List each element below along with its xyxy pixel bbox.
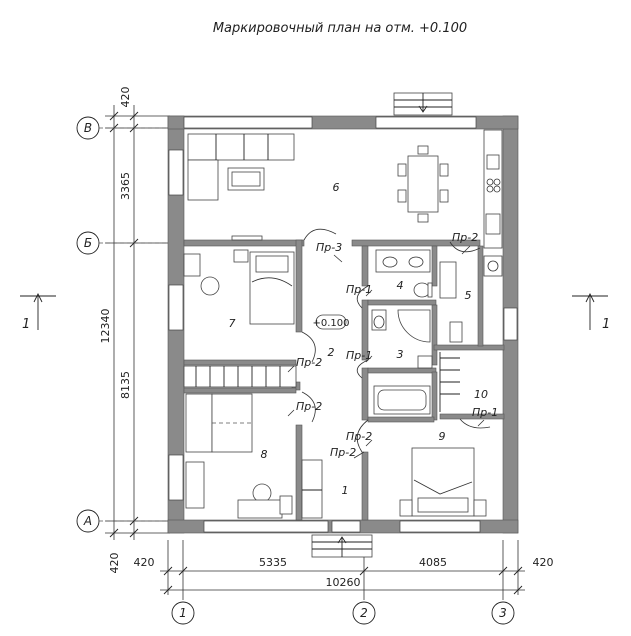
- axis-3: 3: [499, 606, 507, 620]
- door-mark-bath-4: Пр-1: [346, 283, 372, 296]
- door-swings: [301, 228, 491, 453]
- door-mark-kitchen: Пр-2: [452, 231, 478, 244]
- dining-table: [397, 145, 449, 223]
- door-mark-living: Пр-3: [316, 241, 342, 254]
- exterior-walls: [167, 115, 519, 534]
- elevation-mark: +0.100: [312, 314, 350, 330]
- dim-bottom-10260: 10260: [326, 576, 361, 589]
- bathroom-4-fixtures: [375, 249, 433, 298]
- room-8: 8: [261, 448, 268, 461]
- axis-1: 1: [179, 606, 187, 620]
- wardrobes: [183, 365, 297, 388]
- door-mark-bedroom-7: Пр-2: [296, 356, 322, 369]
- axis-2: 2: [360, 606, 368, 620]
- door-mark-closet: Пр-1: [472, 406, 498, 419]
- room-10: 10: [474, 388, 488, 401]
- room-7: 7: [229, 317, 236, 330]
- room-1: 1: [342, 484, 349, 497]
- section-mark-right: 1: [602, 317, 610, 332]
- dim-left-3365: 3365: [119, 172, 132, 200]
- room-6: 6: [333, 181, 340, 194]
- bedroom-9-furniture: [399, 447, 487, 517]
- door-mark-bedroom-9: Пр-2: [346, 430, 372, 443]
- dim-left-420-bottom: 420: [108, 553, 121, 574]
- kitchen-unit: [483, 129, 503, 277]
- door-mark-bath-3: Пр-1: [346, 349, 372, 362]
- bottom-dimensions: 420 5335 4085 420 10260: [134, 540, 554, 600]
- bedroom-7-furniture: [183, 235, 295, 325]
- row-axes: В Б А: [76, 116, 170, 533]
- interior-walls: [183, 239, 505, 521]
- axis-v: В: [84, 121, 92, 135]
- bathroom-3-fixtures: [371, 309, 433, 415]
- closet-10-fixtures: [439, 352, 460, 412]
- left-dimensions: 420 3365 12340 8135 420: [99, 87, 170, 574]
- porches: [311, 92, 453, 558]
- door-marks: Пр-2 Пр-3 Пр-1 Пр-1 Пр-2 Пр-2 Пр-1 Пр-2 …: [287, 231, 498, 459]
- hall-wardrobe: [301, 459, 323, 519]
- section-marks: 1 1: [20, 292, 610, 332]
- section-mark-left: 1: [22, 317, 30, 332]
- axis-a: А: [83, 514, 92, 528]
- plan-title: Маркировочный план на отм. +0.100: [213, 21, 467, 36]
- dim-left-8135: 8135: [119, 371, 132, 399]
- elevation-label: +0.100: [312, 318, 349, 329]
- room-numbers: 1 2 3 4 5 6 7 8 9 10: [229, 181, 489, 497]
- laundry-5-fixtures: [439, 261, 463, 343]
- column-axes: 1 2 3: [171, 601, 515, 625]
- dim-bottom-420-left: 420: [134, 556, 155, 569]
- living-sofa: [187, 133, 295, 201]
- dim-bottom-5335: 5335: [259, 556, 287, 569]
- room-4: 4: [397, 279, 404, 292]
- room-3: 3: [397, 348, 404, 361]
- dim-left-12340: 12340: [99, 309, 112, 344]
- dim-bottom-420-right: 420: [533, 556, 554, 569]
- room-5: 5: [465, 289, 472, 302]
- dim-left-420-top: 420: [119, 87, 132, 108]
- door-mark-bedroom-8: Пр-2: [296, 400, 322, 413]
- bedroom-8-furniture: [185, 393, 293, 519]
- axis-b: Б: [84, 236, 92, 250]
- door-mark-hall: Пр-2: [330, 446, 356, 459]
- dim-bottom-4085: 4085: [419, 556, 447, 569]
- room-2: 2: [328, 346, 335, 359]
- room-9: 9: [439, 430, 446, 443]
